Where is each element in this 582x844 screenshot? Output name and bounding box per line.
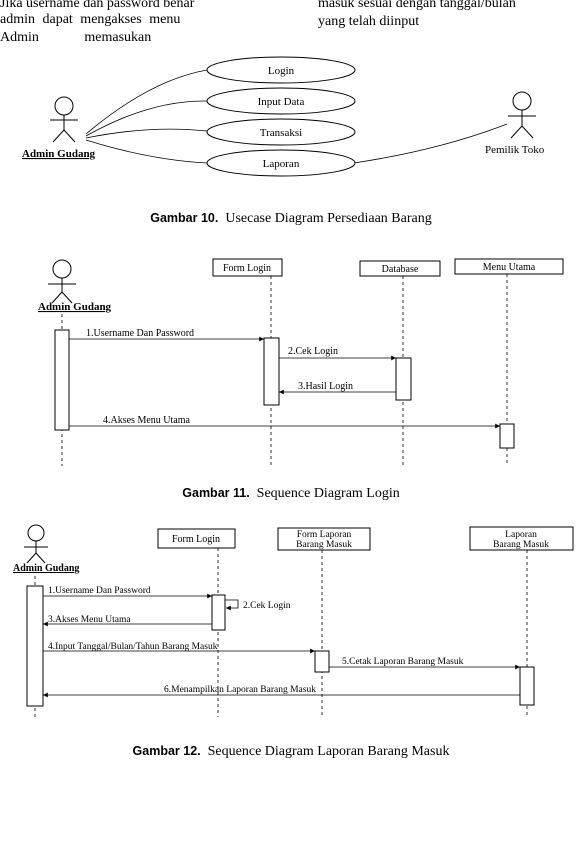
figure-11-label: Gambar 11. [182, 486, 250, 500]
sequence-diagram-login: Admin Gudang Form Login Database Menu Ut… [38, 258, 564, 466]
svg-text:Menu Utama: Menu Utama [483, 262, 536, 273]
sequence-diagram-laporan: Admin Gudang Form Login Form Laporan Bar… [13, 524, 574, 717]
paragraph-right-line-2: yang telah diinput [318, 14, 420, 29]
activation-database [395, 357, 412, 401]
actor-pemilik-label: Pemilik Toko [485, 144, 545, 156]
svg-text:Login: Login [268, 65, 295, 77]
object-form-login: Form Login [212, 258, 283, 277]
svg-text:Form Login: Form Login [223, 263, 271, 274]
actor-admin-gudang [48, 259, 76, 304]
activation-form-login [263, 337, 280, 406]
usecase-login: Login [206, 56, 356, 84]
figure-11-title: Sequence Diagram Login [256, 486, 400, 501]
figure-12-title: Sequence Diagram Laporan Barang Masuk [207, 744, 450, 759]
svg-text:Form Laporan: Form Laporan [297, 530, 352, 540]
messages [69, 336, 500, 429]
usecase-transaksi: Transaksi [206, 118, 356, 146]
message-1: 1.Username Dan Password [86, 328, 194, 339]
svg-text:Barang Masuk: Barang Masuk [493, 540, 549, 550]
message-3: 3.Akses Menu Utama [48, 615, 131, 625]
svg-text:Laporan: Laporan [263, 158, 300, 170]
messages [43, 593, 520, 698]
message-1: 1.Username Dan Password [48, 586, 151, 596]
actor-admin-gudang [50, 96, 78, 143]
object-form-laporan-barang-masuk: Form Laporan Barang Masuk [277, 527, 371, 551]
svg-text:Input Data: Input Data [258, 96, 305, 108]
object-database: Database [359, 260, 441, 277]
usecase-laporan: Laporan [206, 149, 356, 177]
paragraph-right-line-1: masuk sesuai dengan tanggal/bulan [318, 0, 516, 11]
paragraph-left-line-3: Admin memasukan [0, 30, 152, 45]
object-form-login: Form Login [157, 528, 236, 549]
activation-admin [54, 329, 70, 431]
association-lines [85, 69, 508, 164]
message-2: 2.Cek Login [288, 346, 338, 357]
figure-10-title: Usecase Diagram Persediaan Barang [225, 211, 432, 226]
message-6: 6.Menampilkan Laporan Barang Masuk [164, 685, 316, 695]
activation-form-login [211, 594, 226, 631]
lifelines [61, 274, 508, 466]
svg-text:Transaksi: Transaksi [260, 127, 302, 139]
message-5: 5.Cetak Laporan Barang Masuk [342, 657, 464, 667]
svg-text:Laporan: Laporan [505, 530, 537, 540]
figure-11-caption: Gambar 11. Sequence Diagram Login [0, 486, 582, 502]
message-4: 4.Akses Menu Utama [103, 415, 190, 426]
usecase-input-data: Input Data [206, 87, 356, 115]
figure-12-label: Gambar 12. [132, 744, 201, 758]
message-4: 4.Input Tanggal/Bulan/Tahun Barang Masuk [48, 642, 218, 652]
actor-label: Admin Gudang [38, 301, 112, 313]
svg-text:Form Login: Form Login [172, 534, 220, 545]
activation-laporan [519, 666, 535, 706]
figure-10-caption: Gambar 10. Usecase Diagram Persediaan Ba… [0, 211, 582, 227]
figure-10-label: Gambar 10. [150, 211, 219, 225]
object-laporan-barang-masuk: Laporan Barang Masuk [469, 526, 574, 551]
activation-form-laporan [314, 650, 330, 673]
figure-12-caption: Gambar 12. Sequence Diagram Laporan Bara… [0, 744, 582, 760]
actor-admin-label: Admin Gudang [22, 148, 96, 160]
actor-pemilik-toko [508, 91, 536, 139]
message-2: 2.Cek Login [243, 601, 291, 611]
actor-label: Admin Gudang [13, 563, 79, 574]
message-3: 3.Hasil Login [298, 381, 353, 392]
usecase-diagram: Admin Gudang Pemilik Toko Login Input Da… [22, 56, 545, 177]
activation-menu-utama [499, 423, 515, 449]
actor-admin-gudang [24, 524, 48, 564]
paragraph-left-line-1: Jika username dan password benar [0, 0, 195, 11]
activation-admin [26, 585, 44, 707]
svg-text:Database: Database [382, 264, 419, 275]
svg-text:Barang Masuk: Barang Masuk [296, 540, 352, 550]
object-menu-utama: Menu Utama [454, 258, 564, 275]
paragraph-left-line-2: admin dapat mengakses menu [0, 12, 181, 27]
